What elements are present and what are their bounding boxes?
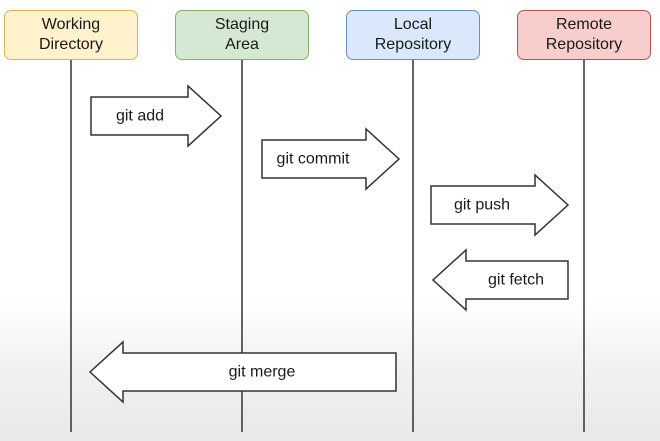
git-fetch-arrow-shape — [431, 248, 569, 312]
git-push-arrow-shape — [430, 173, 570, 237]
git-add-arrow: git add — [90, 84, 223, 148]
remote-repository-box: Remote Repository — [517, 10, 651, 60]
git-merge-arrow-shape — [88, 340, 397, 404]
git-merge-label: git merge — [229, 364, 296, 381]
git-commit-arrow-shape — [261, 127, 401, 191]
local-repository-box: Local Repository — [346, 10, 480, 60]
git-commit-arrow: git commit — [261, 127, 401, 191]
git-fetch-label: git fetch — [488, 272, 544, 289]
git-merge-arrow: git merge — [88, 340, 397, 404]
git-commit-label: git commit — [277, 151, 350, 168]
staging-area-box: Staging Area — [175, 10, 309, 60]
git-add-label: git add — [116, 108, 164, 125]
working-directory-box: Working Directory — [4, 10, 138, 60]
local-repository-label: Local Repository — [374, 16, 452, 53]
git-push-arrow: git push — [430, 173, 570, 237]
working-directory-label: Working Directory — [38, 16, 103, 53]
staging-area-label: Staging Area — [214, 16, 270, 53]
remote-repository-label: Remote Repository — [545, 16, 623, 53]
git-fetch-arrow: git fetch — [431, 248, 569, 312]
git-push-label: git push — [454, 197, 510, 214]
git-add-arrow-shape — [90, 84, 223, 148]
